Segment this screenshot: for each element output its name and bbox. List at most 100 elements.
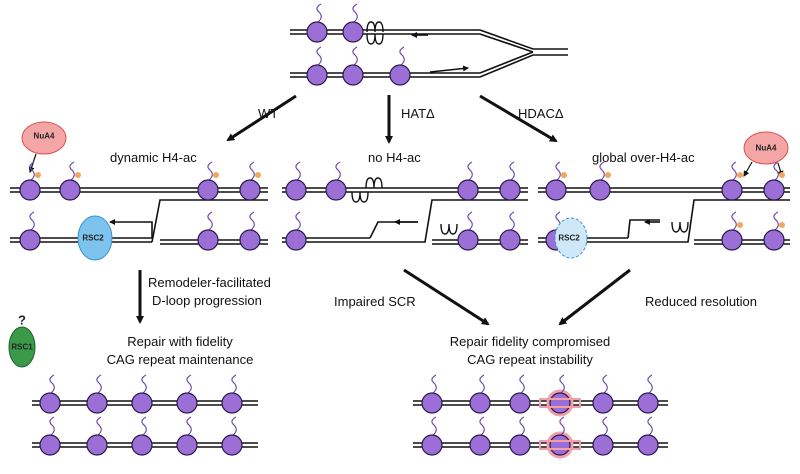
nucleosome: [589, 179, 611, 201]
rsc2-remodeler-left: [77, 215, 113, 261]
nucleosome: [176, 434, 198, 456]
histone-tail: [96, 416, 102, 436]
hdacd-invading-strand: [627, 219, 660, 239]
histone-tail: [335, 161, 341, 181]
histone-tail: [467, 211, 473, 231]
histone-tail: [29, 211, 35, 231]
nucleosome: [421, 392, 443, 414]
acetyl-mark: [605, 172, 611, 178]
nucleosome: [592, 392, 614, 414]
histone-tail: [249, 211, 255, 231]
rsc1-remodeler: [8, 326, 36, 368]
rsc1-remodeler-label: RSC1: [11, 342, 33, 352]
repair-fidelity-compromised-label: Repair fidelity compromised: [449, 334, 611, 349]
nucleosome: [19, 229, 41, 251]
histone-tail: [647, 374, 653, 394]
nascent-strand-arrow: [429, 65, 469, 73]
no-acetylation-label: no H4-ac: [368, 150, 421, 165]
histone-tail: [186, 374, 192, 394]
histone-tail: [207, 161, 213, 181]
fork-junction: [479, 33, 534, 53]
hatd-invading-strand: [369, 221, 418, 239]
hdac-deletion-arrow-label: HDACΔ: [518, 106, 564, 121]
nucleosome: [325, 179, 347, 201]
nucleosome: [131, 392, 153, 414]
remodeler-facilitated-label: Remodeler-facilitated: [148, 275, 271, 290]
nucleosome: [637, 392, 659, 414]
histone-tail: [559, 416, 565, 436]
cag-hairpin: [440, 223, 458, 235]
nucleosome: [545, 179, 567, 201]
histone-tail: [647, 416, 653, 436]
nucleosome: [421, 434, 443, 456]
nucleosome: [197, 229, 219, 251]
nucleosome: [86, 392, 108, 414]
acetyl-mark: [75, 172, 81, 178]
hdacd-d-loop: [628, 199, 790, 243]
nucleosome: [285, 179, 307, 201]
cag-expanded-tract: [539, 440, 581, 450]
histone-tail: [431, 416, 437, 436]
nua4-acetylation-arrow: [743, 161, 753, 177]
cag-repeat-highlight: [546, 389, 574, 417]
nucleosome: [499, 179, 521, 201]
histone-tail: [29, 161, 35, 181]
cag-repeat-maintenance-label: CAG repeat maintenance: [106, 352, 254, 367]
wt-d-loop: [151, 199, 268, 243]
nucleosome: [457, 229, 479, 251]
cag-repeat-highlight: [546, 431, 574, 459]
nucleosome: [86, 434, 108, 456]
wt-pathway-arrow: [226, 94, 297, 142]
nucleosome: [389, 64, 411, 86]
nucleosome: [306, 21, 328, 43]
nucleosome: [763, 229, 785, 251]
histone-tail: [352, 3, 358, 23]
histone-tail: [602, 374, 608, 394]
nucleosome: [221, 392, 243, 414]
nucleosome: [721, 179, 743, 201]
histone-tail: [431, 374, 437, 394]
cag-hairpin: [366, 21, 384, 33]
histone-tail: [295, 211, 301, 231]
nucleosome: [239, 229, 261, 251]
histone-tail: [186, 416, 192, 436]
acetyl-mark: [213, 172, 219, 178]
histone-tail: [231, 416, 237, 436]
nucleosome: [457, 179, 479, 201]
histone-tail: [731, 211, 737, 231]
nucleosome: [285, 229, 307, 251]
histone-tail: [316, 3, 322, 23]
dynamic-acetylation-label: dynamic H4-ac: [110, 150, 197, 165]
histone-tail: [49, 416, 55, 436]
histone-tail: [519, 416, 525, 436]
nua4-complex-left-label: NuA4: [33, 131, 55, 141]
nua4-complex-right: [743, 131, 789, 165]
histone-tail: [467, 161, 473, 181]
histone-tail: [509, 161, 515, 181]
nua4-complex-right-label: NuA4: [755, 143, 777, 153]
nucleosome: [499, 229, 521, 251]
histone-tail: [49, 374, 55, 394]
reduced-resolution-label: Reduced resolution: [645, 294, 758, 309]
histone-tail: [69, 161, 75, 181]
repair-with-fidelity-label: Repair with fidelity: [127, 334, 233, 349]
histone-tail: [207, 211, 213, 231]
nucleosome: [469, 392, 491, 414]
cag-expanded-tract: [539, 398, 581, 408]
histone-tail: [479, 374, 485, 394]
nucleosome: [197, 179, 219, 201]
histone-tail: [352, 46, 358, 66]
rsc2-remodeler-right: [554, 217, 588, 259]
nucleosome: [549, 434, 571, 456]
cag-hairpin: [351, 191, 369, 203]
hat-deletion-arrow-label: HATΔ: [401, 106, 435, 121]
fork-junction: [479, 51, 534, 74]
rsc2-remodeler-left-label: RSC2: [82, 233, 104, 243]
histone-tail: [559, 374, 565, 394]
acetyl-mark: [779, 172, 785, 178]
histone-tail: [479, 416, 485, 436]
histone-tail: [731, 161, 737, 181]
acetyl-mark: [255, 172, 261, 178]
rsc2-remodeler-right-label: RSC2: [558, 233, 580, 243]
